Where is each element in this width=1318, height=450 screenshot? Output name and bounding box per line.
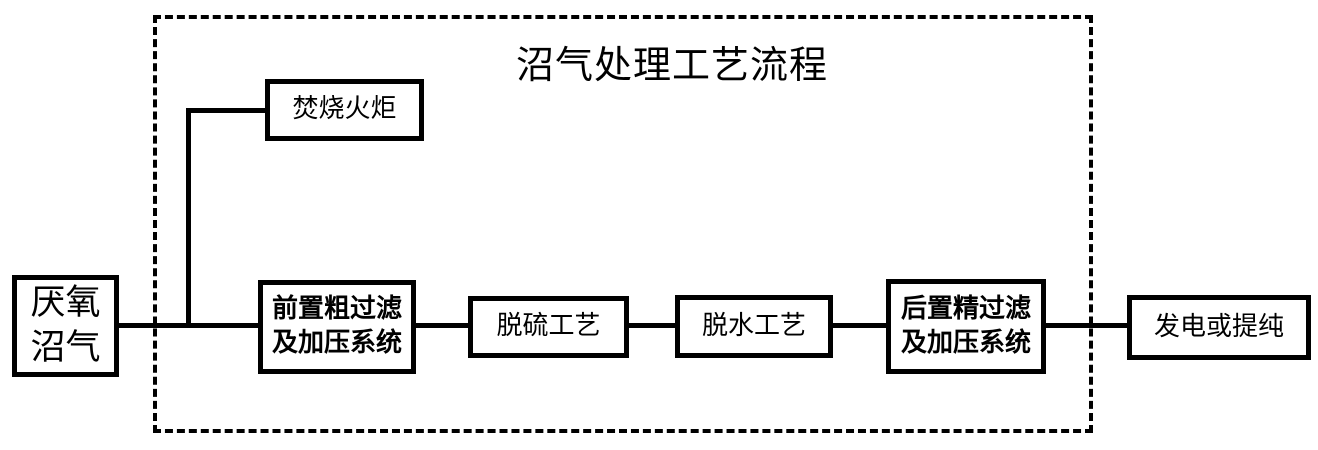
node-label: 发电或提纯 xyxy=(1153,311,1284,342)
node-label: 脱水工艺 xyxy=(701,310,806,341)
node-label-line: 前置粗过滤 xyxy=(271,294,402,325)
connector-desulfurization-to-dehydration xyxy=(627,323,677,328)
node-pre-coarse-filter-pressurization: 前置粗过滤 及加压系统 xyxy=(258,280,416,374)
node-label-line: 及加压系统 xyxy=(900,327,1031,358)
node-incineration-flare: 焚烧火炬 xyxy=(265,79,424,141)
node-desulfurization-process: 脱硫工艺 xyxy=(468,296,629,358)
node-power-generation-or-purification: 发电或提纯 xyxy=(1127,295,1311,360)
connector-flare-branch-horizontal xyxy=(186,108,266,113)
node-anaerobic-biogas: 厌氧 沼气 xyxy=(12,275,119,377)
node-label: 焚烧火炬 xyxy=(292,94,397,125)
connector-dehydration-to-postfilter xyxy=(831,323,888,328)
connector-prefilter-to-desulfurization xyxy=(414,323,470,328)
diagram-title: 沼气处理工艺流程 xyxy=(515,43,828,87)
node-label: 脱硫工艺 xyxy=(496,311,601,342)
connector-postfilter-to-output xyxy=(1044,323,1129,328)
node-label-line: 厌氧 xyxy=(30,282,101,323)
connector-flare-branch-vertical xyxy=(186,108,191,328)
node-dehydration-process: 脱水工艺 xyxy=(675,295,833,358)
node-label-line: 沼气 xyxy=(30,328,101,368)
node-post-fine-filter-pressurization: 后置精过滤 及加压系统 xyxy=(886,279,1046,374)
node-label-line: 后置精过滤 xyxy=(900,293,1031,324)
process-boundary-frame xyxy=(153,15,1093,433)
node-label-line: 及加压系统 xyxy=(271,328,402,358)
